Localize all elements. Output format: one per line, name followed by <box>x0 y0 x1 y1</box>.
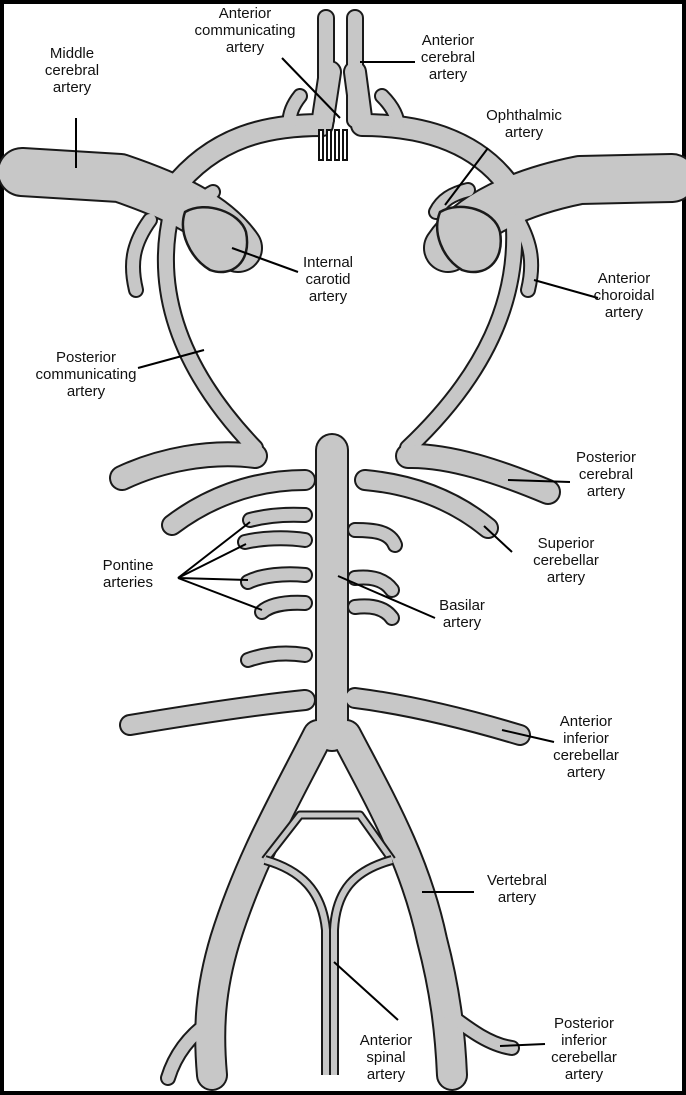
label-line: arteries <box>103 574 153 591</box>
label-line: artery <box>367 1066 406 1083</box>
label-line: communicating <box>36 366 137 383</box>
label-line: artery <box>53 79 92 96</box>
label-line: cerebellar <box>553 747 619 764</box>
label-line: artery <box>565 1066 604 1083</box>
label-line: inferior <box>561 1032 607 1049</box>
label-line: cerebellar <box>533 552 599 569</box>
label-line: Posterior <box>554 1015 614 1032</box>
label-line: artery <box>505 124 544 141</box>
label-line: artery <box>547 569 586 586</box>
label-line: Anterior <box>598 270 651 287</box>
label-anterior-spinal: Anteriorspinalartery <box>360 1032 413 1083</box>
pontine-branch-left-5 <box>248 654 305 660</box>
label-line: artery <box>498 889 537 906</box>
label-line: Anterior <box>560 713 613 730</box>
label-line: Middle <box>50 45 94 62</box>
label-line: cerebral <box>45 62 99 79</box>
label-line: spinal <box>366 1049 405 1066</box>
pontine-branch-left-1 <box>250 515 305 520</box>
label-line: Anterior <box>360 1032 413 1049</box>
label-line: cerebellar <box>551 1049 617 1066</box>
label-line: Internal <box>303 254 353 271</box>
label-line: Anterior <box>219 5 272 22</box>
label-line: Posterior <box>576 449 636 466</box>
label-line: Vertebral <box>487 872 547 889</box>
label-line: artery <box>587 483 626 500</box>
pontine-branch-left-2 <box>245 538 305 542</box>
label-line: choroidal <box>594 287 655 304</box>
label-line: Ophthalmic <box>486 107 562 124</box>
label-line: artery <box>309 288 348 305</box>
label-line: artery <box>605 304 644 321</box>
label-line: artery <box>226 39 265 56</box>
label-line: Superior <box>538 535 595 552</box>
label-line: carotid <box>305 271 350 288</box>
label-line: artery <box>443 614 482 631</box>
label-line: artery <box>567 764 606 781</box>
label-line: communicating <box>195 22 296 39</box>
label-line: Posterior <box>56 349 116 366</box>
label-line: cerebral <box>579 466 633 483</box>
label-line: Anterior <box>422 32 475 49</box>
label-line: Basilar <box>439 597 485 614</box>
label-line: artery <box>67 383 106 400</box>
label-line: artery <box>429 66 468 83</box>
label-line: inferior <box>563 730 609 747</box>
label-line: Pontine <box>103 557 154 574</box>
label-pontine: Pontinearteries <box>103 557 154 591</box>
label-line: cerebral <box>421 49 475 66</box>
